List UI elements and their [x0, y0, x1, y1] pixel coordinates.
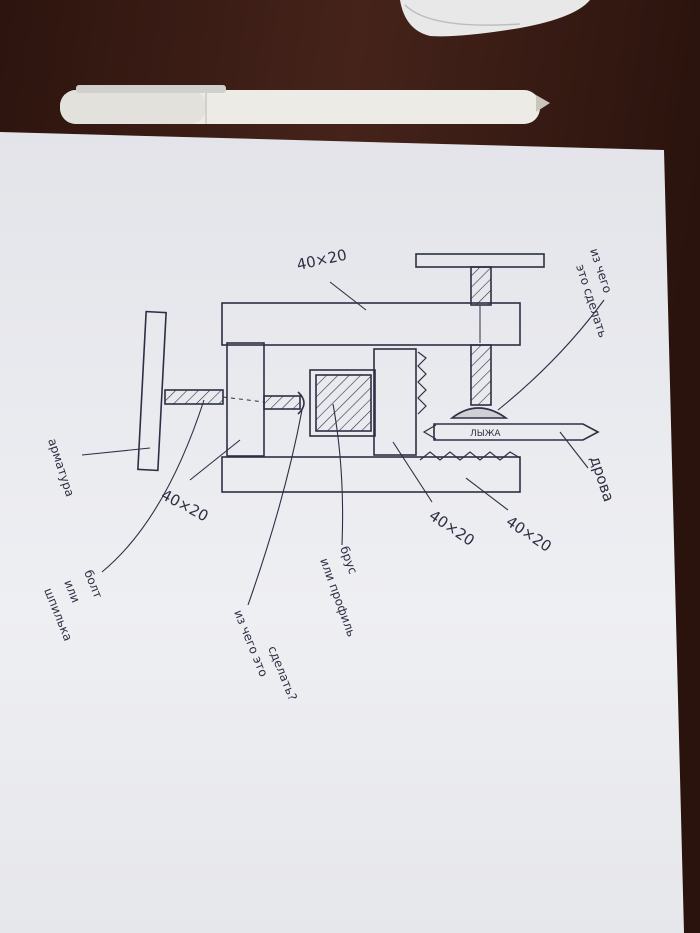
pen-icon [60, 85, 550, 124]
label-skis: ЛЫЖА [470, 429, 501, 439]
